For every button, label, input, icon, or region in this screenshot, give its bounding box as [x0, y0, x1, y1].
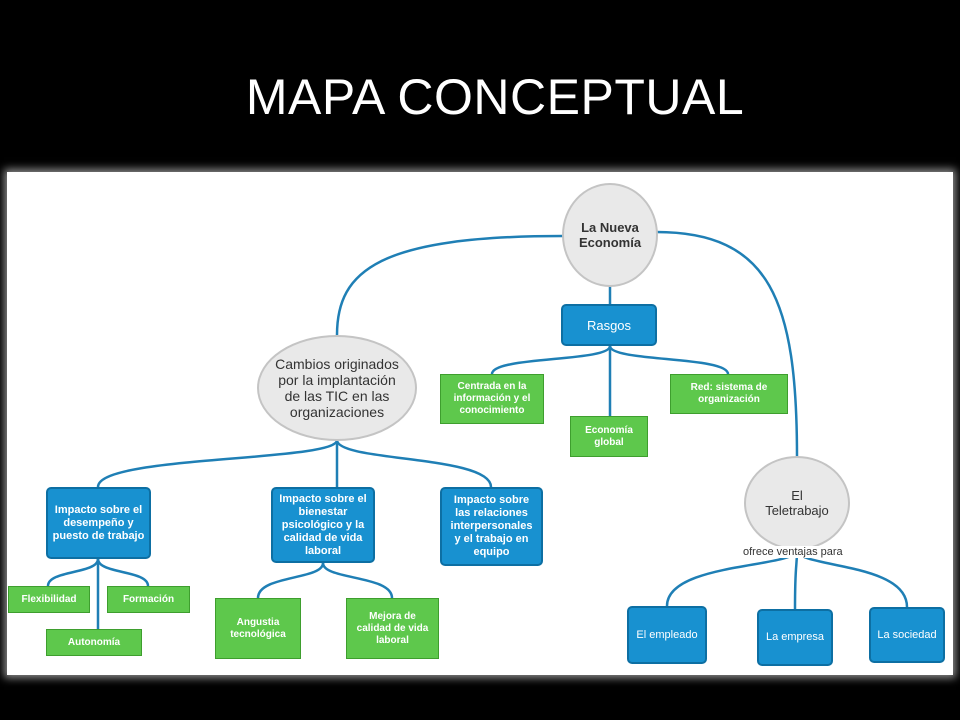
concept-cambios-label: Cambios originados por la implantación d… — [275, 356, 399, 420]
concept-el-teletrabajo-label: El Teletrabajo — [765, 488, 829, 518]
node-red-sistema-label: Red: sistema de organización — [690, 382, 768, 405]
slide-title: MAPA CONCEPTUAL — [245, 69, 745, 125]
node-impacto-bienestar-label: Impacto sobre el bienestar psicológico y… — [279, 492, 367, 557]
concept-cambios: Cambios originados por la implantación d… — [257, 335, 417, 441]
node-formacion: Formación — [107, 586, 190, 613]
node-angustia-tecnologica-label: Angustia tecnológica — [230, 616, 286, 640]
node-centrada-informacion-label: Centrada en la información y el conocimi… — [453, 381, 531, 416]
concept-la-nueva-economia: La Nueva Economía — [562, 183, 658, 287]
node-economia-global: Economía global — [570, 416, 648, 457]
node-flexibilidad-label: Flexibilidad — [21, 593, 77, 605]
node-autonomia-label: Autonomía — [67, 636, 121, 648]
node-rasgos-label: Rasgos — [586, 317, 632, 333]
node-impacto-relaciones: Impacto sobre las relaciones interperson… — [440, 487, 543, 566]
connector-cambios-impacto1 — [96, 439, 339, 488]
node-impacto-relaciones-label: Impacto sobre las relaciones interperson… — [450, 494, 533, 558]
node-impacto-bienestar: Impacto sobre el bienestar psicológico y… — [271, 487, 375, 563]
edge-label-ofrece-ventajas: ofrece ventajas para — [740, 546, 846, 558]
node-la-sociedad: La sociedad — [869, 607, 945, 663]
connector-impacto2-mejora — [321, 562, 394, 599]
node-rasgos: Rasgos — [561, 304, 657, 346]
node-el-empleado: El empleado — [627, 606, 707, 664]
node-impacto-desempeno-label: Impacto sobre el desempeño y puesto de t… — [52, 503, 145, 542]
node-mejora-calidad-label: Mejora de calidad de vida laboral — [356, 610, 429, 646]
node-formacion-label: Formación — [122, 593, 175, 605]
node-autonomia: Autonomía — [46, 629, 142, 656]
node-flexibilidad: Flexibilidad — [8, 586, 90, 613]
node-impacto-desempeno: Impacto sobre el desempeño y puesto de t… — [46, 487, 151, 559]
connector-teletrabajo-sociedad — [795, 549, 909, 608]
connector-root-teletrabajo — [655, 230, 799, 458]
connector-impacto1-formacion — [96, 558, 150, 587]
node-angustia-tecnologica: Angustia tecnológica — [215, 598, 301, 659]
node-la-empresa: La empresa — [757, 609, 833, 666]
concept-la-nueva-economia-label: La Nueva Economía — [578, 220, 642, 250]
connector-cambios-impacto3 — [335, 439, 493, 488]
connector-rasgos-red — [608, 345, 730, 375]
concept-el-teletrabajo: El Teletrabajo — [744, 456, 850, 550]
connector-impacto2-angustia — [256, 562, 325, 599]
connector-impacto1-flexibilidad — [46, 558, 100, 587]
connector-teletrabajo-empleado — [665, 549, 799, 607]
node-economia-global-label: Economía global — [585, 424, 633, 448]
node-el-empleado-label: El empleado — [636, 628, 698, 641]
node-mejora-calidad: Mejora de calidad de vida laboral — [346, 598, 439, 659]
connector-rasgos-centrada — [490, 345, 612, 375]
node-red-sistema: Red: sistema de organización — [670, 374, 788, 414]
node-la-sociedad-label: La sociedad — [877, 628, 937, 641]
node-centrada-informacion: Centrada en la información y el conocimi… — [440, 374, 544, 424]
connector-teletrabajo-empresa — [793, 549, 799, 610]
connector-root-cambios — [335, 234, 564, 336]
node-la-empresa-label: La empresa — [765, 631, 825, 643]
